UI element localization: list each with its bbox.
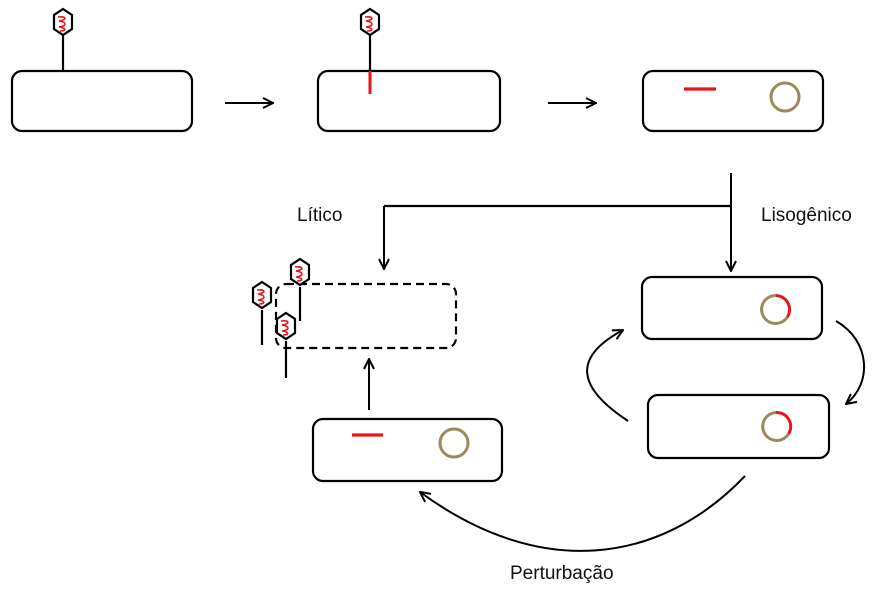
arrow-icon	[586, 330, 629, 422]
lysogen-cell-2	[646, 393, 831, 460]
bacteriophage-icon	[359, 7, 381, 37]
arrow-icon	[835, 320, 866, 404]
lysed-bacterium	[274, 282, 458, 350]
lytic-label: Lítico	[297, 205, 343, 226]
bacterial-chromosome	[769, 81, 801, 113]
arrow-icon	[420, 475, 746, 552]
bacteriophage-icon	[289, 257, 311, 287]
bacteriophage-icon	[275, 311, 297, 341]
perturbation-label: Perturbação	[510, 563, 614, 584]
bacterial-chromosome	[760, 293, 789, 325]
bacterium-cell-1	[10, 69, 194, 133]
bacterial-chromosome	[761, 411, 790, 442]
bacterial-chromosome	[438, 427, 470, 459]
bacterium-cell-3	[641, 69, 825, 133]
bacteriophage-icon	[251, 280, 273, 310]
bacterium-cell-2	[316, 69, 502, 133]
lysogen-cell-1	[640, 275, 824, 341]
prophage	[775, 294, 792, 318]
lysogenic-label: Lisogênico	[761, 205, 852, 226]
induced-bacterium	[311, 417, 504, 483]
bacteriophage-icon	[52, 7, 74, 37]
prophage	[775, 411, 793, 435]
